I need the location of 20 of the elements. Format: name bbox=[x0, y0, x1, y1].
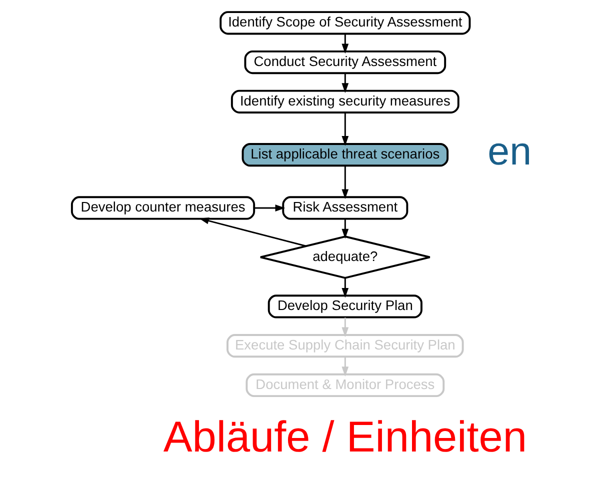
node-box: Develop counter measures bbox=[70, 196, 255, 220]
arrow bbox=[341, 357, 348, 377]
arrow bbox=[341, 166, 348, 200]
arrow bbox=[341, 219, 348, 239]
arrow bbox=[341, 278, 348, 298]
node-box: Conduct Security Assessment bbox=[244, 50, 446, 74]
label: en bbox=[487, 130, 531, 174]
arrow bbox=[341, 112, 348, 146]
arrow bbox=[254, 204, 285, 212]
arrow bbox=[341, 318, 348, 338]
node-diamond: adequate? bbox=[259, 236, 430, 279]
arrow bbox=[198, 217, 306, 247]
arrow bbox=[341, 34, 348, 54]
node-box: Develop Security Plan bbox=[267, 294, 422, 318]
label: Abläufe / Einheiten bbox=[162, 413, 526, 462]
node-box: List applicable threat scenarios bbox=[241, 143, 448, 167]
node-box: Identify existing security measures bbox=[230, 90, 459, 114]
arrow bbox=[341, 73, 348, 93]
node-box: Identify Scope of Security Assessment bbox=[219, 11, 470, 35]
node-box: Risk Assessment bbox=[282, 196, 408, 220]
